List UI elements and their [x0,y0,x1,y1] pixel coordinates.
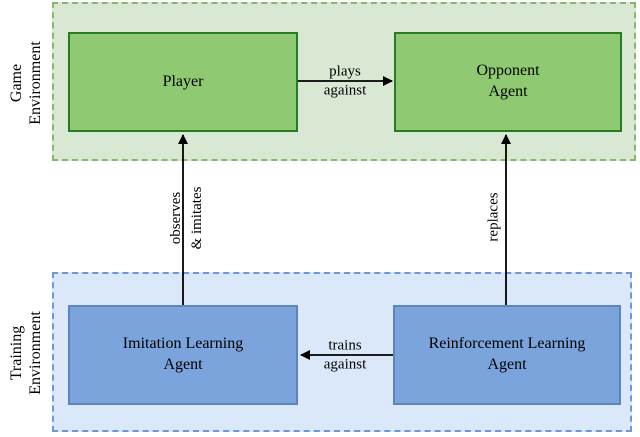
training-environment-label: Training Environment [8,311,44,395]
game-environment-label: Game Environment [8,41,44,125]
edge-observes-imitates-label: observes & imitates [168,186,205,250]
edge-replaces-label: replaces [485,192,502,242]
node-opponent-agent: Opponent Agent [394,32,622,132]
node-imitation-learning-agent: Imitation Learning Agent [68,305,298,405]
node-player: Player [68,32,298,132]
node-reinforcement-learning-agent: Reinforcement Learning Agent [393,305,621,405]
edge-trains-against-label: trains against [323,337,367,372]
edge-plays-against-label: plays against [323,63,367,98]
